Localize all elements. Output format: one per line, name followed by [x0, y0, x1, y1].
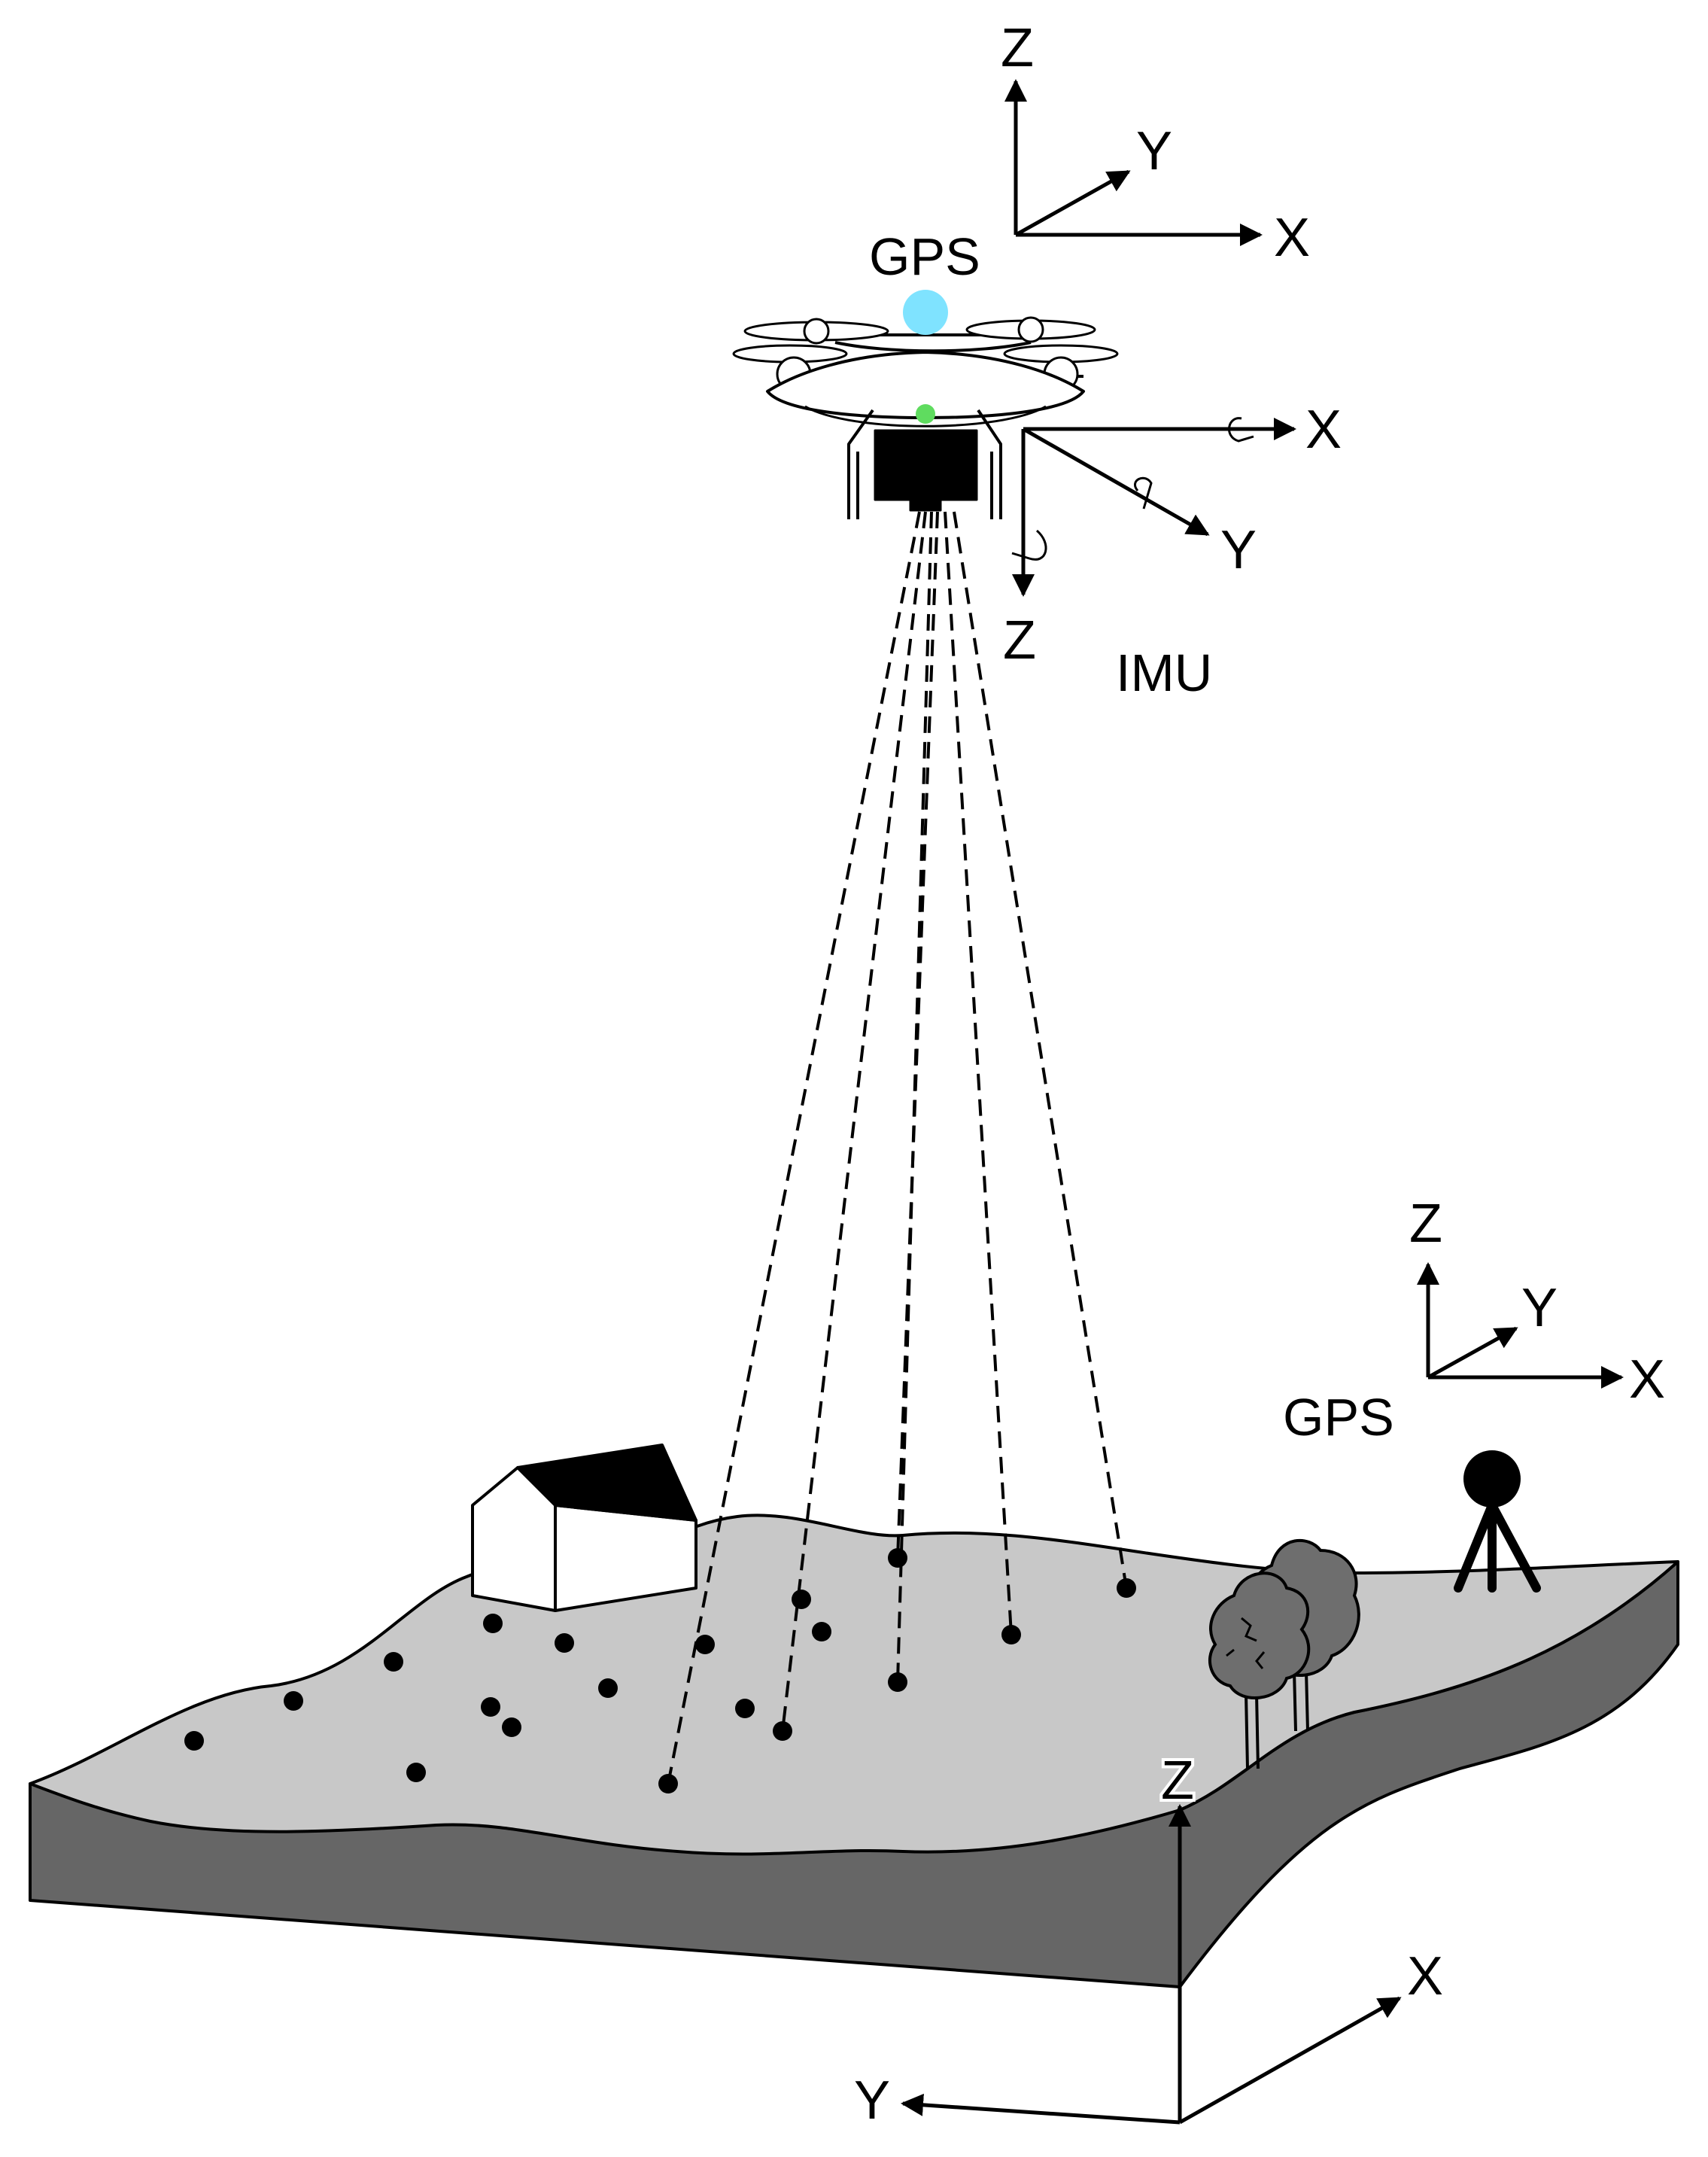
house — [471, 1444, 697, 1612]
house-roof — [516, 1444, 697, 1522]
laser-return-point — [1001, 1625, 1021, 1644]
point-cloud-point — [598, 1678, 618, 1698]
y-axis — [1022, 427, 1210, 537]
imu-frame-y-label: Y — [1220, 520, 1257, 580]
laser-return-point — [888, 1672, 907, 1692]
point-cloud-point — [695, 1635, 715, 1654]
landing-gear — [847, 409, 1002, 519]
base-frame-y-label: Y — [1521, 1278, 1558, 1338]
y-axis — [901, 2093, 1181, 2125]
imu-point — [916, 404, 935, 424]
laser-beams — [667, 511, 1128, 1784]
point-cloud-point — [481, 1697, 500, 1717]
drone-frame-y-label: Y — [1136, 121, 1172, 181]
yaw-rotation-icon — [1011, 529, 1047, 561]
base-frame-x-label: X — [1629, 1349, 1665, 1410]
ground-frame-z-label: Z — [1161, 1751, 1194, 1811]
point-cloud-point — [184, 1731, 204, 1751]
motor — [803, 318, 830, 345]
point-cloud-point — [792, 1590, 811, 1609]
roll-rotation-icon — [1228, 417, 1254, 443]
motor — [1017, 316, 1044, 343]
laser-beam — [667, 511, 921, 1784]
trees — [1208, 1539, 1360, 1769]
drone-body-lower — [804, 405, 1047, 427]
lidar-sensor — [874, 429, 978, 501]
laser-return-point — [773, 1721, 792, 1741]
y-axis — [1014, 169, 1131, 237]
laser-return-point — [888, 1548, 907, 1568]
drone-gps-label: GPS — [869, 227, 980, 286]
laser-beam — [896, 511, 939, 1559]
pitch-rotation-icon — [1134, 476, 1153, 510]
terrain-top-surface — [29, 1514, 1679, 1856]
terrain-block — [29, 1514, 1679, 1988]
imu-frame-z-label: Z — [1003, 610, 1036, 671]
gps-antenna — [903, 290, 948, 335]
ground-gps-station — [1454, 1450, 1541, 1593]
point-cloud-point — [406, 1763, 426, 1782]
gps-receiver-sphere — [1463, 1450, 1521, 1507]
tripod — [1454, 1501, 1541, 1593]
tree-front — [1208, 1571, 1311, 1769]
laser-beam — [896, 511, 933, 1683]
imu-coordinate-frame — [1011, 417, 1296, 597]
imu-label: IMU — [1116, 643, 1212, 702]
x-axis — [1178, 1996, 1402, 2125]
drone-body — [766, 351, 1085, 419]
imu-frame-x-label: X — [1305, 400, 1342, 460]
drone-frame-z-label: Z — [1001, 18, 1034, 78]
drone — [732, 290, 1119, 519]
ground-coordinate-frame — [901, 1804, 1402, 2125]
drone-frame-x-label: X — [1274, 208, 1310, 268]
point-cloud-point — [284, 1691, 303, 1711]
point-cloud-point — [483, 1614, 503, 1633]
y-axis — [1427, 1326, 1518, 1380]
point-cloud-point — [384, 1652, 403, 1672]
ground-points — [184, 1548, 1136, 1793]
base-gps-label: GPS — [1283, 1388, 1394, 1447]
ground-frame-y-label: Y — [854, 2070, 890, 2131]
base-frame-z-label: Z — [1409, 1194, 1442, 1254]
point-cloud-point — [735, 1699, 755, 1718]
ground-frame-x-label: X — [1407, 1946, 1443, 2006]
point-cloud-point — [812, 1622, 831, 1641]
point-cloud-point — [502, 1717, 521, 1737]
point-cloud-point — [555, 1633, 574, 1653]
laser-beam — [953, 511, 1128, 1589]
laser-return-point — [658, 1774, 678, 1793]
base-station-coordinate-frame — [1417, 1262, 1624, 1389]
laser-return-point — [1117, 1578, 1136, 1598]
drone-coordinate-frame — [1004, 79, 1263, 246]
laser-beam — [944, 511, 1013, 1635]
lidar-lens — [909, 498, 942, 512]
